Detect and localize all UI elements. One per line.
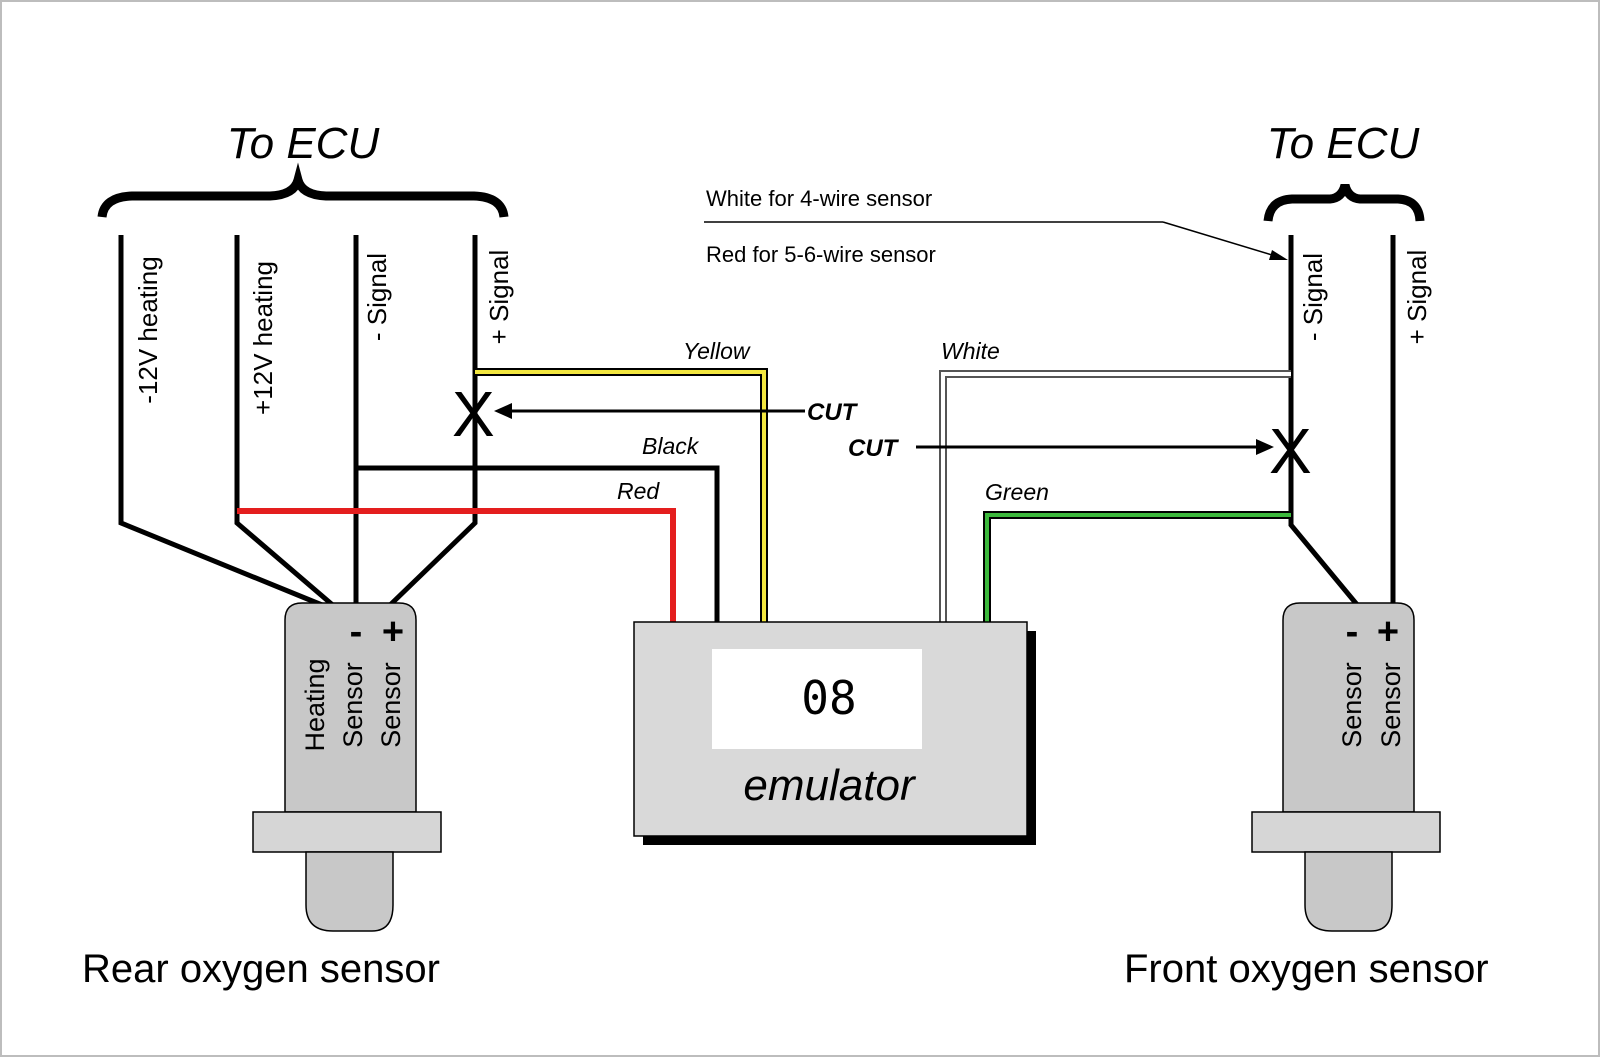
cut-label-upper: CUT bbox=[807, 399, 859, 426]
rear-sensor-body bbox=[284, 602, 417, 813]
label-pos-signal: + Signal bbox=[484, 250, 514, 345]
label-yellow: Yellow bbox=[683, 338, 751, 364]
red-wire bbox=[237, 508, 676, 622]
label-pos-heating: +12V heating bbox=[248, 261, 278, 415]
wire-pos-signal bbox=[386, 235, 478, 609]
cut-label-lower: CUT bbox=[848, 435, 900, 462]
front-wire-neg-signal bbox=[1288, 235, 1361, 609]
front-sensor-body bbox=[1282, 602, 1415, 813]
rear-sensor-minus: - bbox=[350, 611, 363, 653]
rear-sensor-label-sensor-2: Sensor bbox=[376, 662, 406, 748]
right-ecu-brace bbox=[1263, 183, 1425, 222]
front-sensor: Sensor Sensor - + bbox=[1251, 602, 1441, 932]
left-ecu-title: To ECU bbox=[227, 119, 380, 168]
white-wire bbox=[941, 372, 1291, 622]
cut-arrow-right-head bbox=[1256, 439, 1274, 455]
rear-sensor-plus: + bbox=[382, 611, 404, 653]
label-black: Black bbox=[642, 433, 700, 459]
yellow-wire bbox=[475, 370, 766, 622]
front-sensor-label-sensor-1: Sensor bbox=[1337, 662, 1367, 748]
rear-sensor-tip bbox=[305, 851, 394, 932]
left-ecu-brace bbox=[97, 162, 509, 218]
green-wire bbox=[985, 513, 1291, 622]
front-sensor-tip bbox=[1304, 851, 1393, 932]
label-neg-heating: -12V heating bbox=[133, 256, 163, 403]
note-pointer bbox=[1162, 221, 1283, 259]
emulator-label: emulator bbox=[743, 761, 917, 810]
rear-sensor-flange bbox=[252, 811, 442, 853]
front-sensor-caption: Front oxygen sensor bbox=[1124, 947, 1489, 991]
wire-neg-heating bbox=[118, 235, 328, 610]
front-sensor-flange bbox=[1251, 811, 1441, 853]
cut-mark-right: X bbox=[1269, 415, 1312, 487]
cut-mark-left: X bbox=[452, 378, 495, 450]
note-line-1: White for 4-wire sensor bbox=[706, 186, 932, 211]
front-sensor-label-sensor-2: Sensor bbox=[1376, 662, 1406, 748]
front-label-pos-signal: + Signal bbox=[1402, 250, 1432, 345]
rear-sensor-label-heating: Heating bbox=[300, 658, 330, 751]
label-white: White bbox=[941, 338, 1000, 364]
label-green: Green bbox=[985, 479, 1049, 505]
cut-arrow-left-head bbox=[494, 403, 512, 419]
front-sensor-plus: + bbox=[1377, 611, 1399, 653]
emulator-display bbox=[712, 649, 922, 749]
label-neg-signal: - Signal bbox=[362, 253, 392, 341]
emulator-display-value: 08 bbox=[801, 671, 856, 725]
rear-sensor-label-sensor-1: Sensor bbox=[338, 662, 368, 748]
note-pointer-head bbox=[1269, 250, 1288, 260]
wire-pos-heating bbox=[234, 235, 337, 609]
black-wire bbox=[356, 465, 720, 622]
label-red: Red bbox=[617, 478, 660, 504]
front-sensor-minus: - bbox=[1346, 611, 1359, 653]
note-line-2: Red for 5-6-wire sensor bbox=[706, 242, 936, 267]
right-ecu-title: To ECU bbox=[1267, 119, 1420, 168]
rear-sensor-caption: Rear oxygen sensor bbox=[82, 947, 440, 991]
front-label-neg-signal: - Signal bbox=[1298, 253, 1328, 341]
rear-sensor: Heating Sensor Sensor - + bbox=[252, 602, 442, 932]
